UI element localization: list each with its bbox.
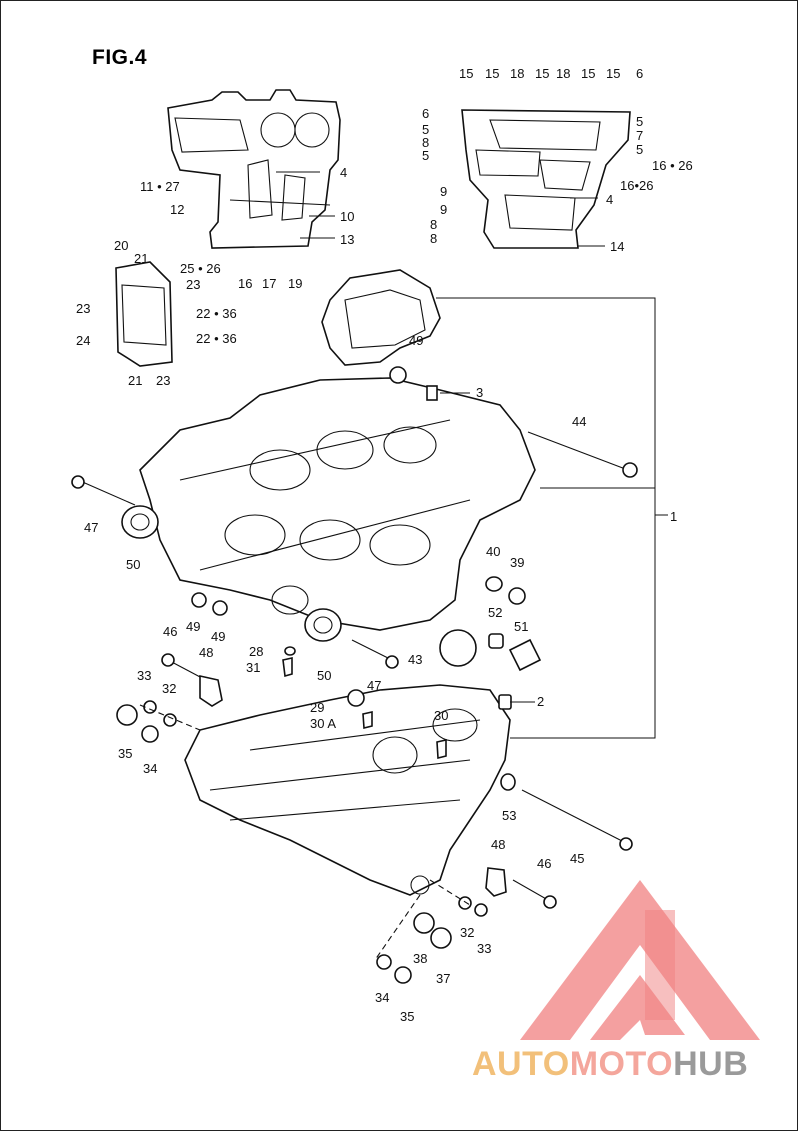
label-50-b: 50 (317, 668, 331, 683)
label-5-d: 5 (636, 142, 643, 157)
label-45: 45 (570, 851, 584, 866)
label-50-a: 50 (126, 557, 140, 572)
automotohub-wordmark: AUTOMOTOHUB (472, 1045, 748, 1084)
label-1: 1 (670, 509, 677, 524)
label-15-a: 15 (459, 66, 473, 81)
label-33-a: 33 (137, 668, 151, 683)
label-23-a: 23 (186, 277, 200, 292)
label-35-a: 35 (118, 746, 132, 761)
label-13: 13 (340, 232, 354, 247)
label-21-a: 21 (134, 251, 148, 266)
crankcase-cover-small (115, 261, 173, 367)
label-46-a: 46 (163, 624, 177, 639)
label-16: 16 (238, 276, 252, 291)
label-38: 38 (413, 951, 427, 966)
label-49-c: 49 (211, 629, 225, 644)
label-22-36-b: 22 • 36 (196, 331, 237, 346)
label-48-b: 48 (491, 837, 505, 852)
label-5-b: 5 (422, 122, 429, 137)
label-29: 29 (310, 700, 324, 715)
label-15-b: 15 (485, 66, 499, 81)
label-23-c: 23 (156, 373, 170, 388)
label-40: 40 (486, 544, 500, 559)
label-5-a: 5 (636, 114, 643, 129)
label-18-b: 18 (556, 66, 570, 81)
label-22-36-a: 22 • 36 (196, 306, 237, 321)
upper-crankcase-top-view (167, 89, 341, 249)
label-7: 7 (636, 128, 643, 143)
small-parts (71, 366, 638, 984)
label-48-a: 48 (199, 645, 213, 660)
label-8-b: 8 (430, 217, 437, 232)
label-31: 31 (246, 660, 260, 675)
wordmark-auto: AUTO (472, 1045, 570, 1083)
upper-crankcase (139, 377, 536, 631)
label-49-b: 49 (186, 619, 200, 634)
leader-lines (139, 171, 668, 961)
label-33-b: 33 (477, 941, 491, 956)
label-34-b: 34 (375, 990, 389, 1005)
label-16-26-b: 16•26 (620, 178, 653, 193)
label-8-c: 8 (430, 231, 437, 246)
label-30a: 30 A (310, 716, 336, 731)
label-52: 52 (488, 605, 502, 620)
crankcase-top-cover (321, 269, 441, 366)
figure-title: FIG.4 (92, 46, 148, 69)
label-47-b: 47 (367, 678, 381, 693)
label-32-b: 32 (460, 925, 474, 940)
label-4-top: 4 (340, 165, 347, 180)
label-9-b: 9 (440, 202, 447, 217)
label-12: 12 (170, 202, 184, 217)
label-51: 51 (514, 619, 528, 634)
label-11-27: 11 • 27 (140, 179, 180, 194)
label-10: 10 (340, 209, 354, 224)
label-30: 30 (434, 708, 448, 723)
label-53: 53 (502, 808, 516, 823)
label-2: 2 (537, 694, 544, 709)
label-46-b: 46 (537, 856, 551, 871)
lower-crankcase-bottom-view (461, 109, 631, 249)
label-23-b: 23 (76, 301, 90, 316)
label-9-a: 9 (440, 184, 447, 199)
wordmark-hub: HUB (673, 1045, 749, 1083)
lower-crankcase (184, 684, 511, 896)
label-14: 14 (610, 239, 624, 254)
label-32-a: 32 (162, 681, 176, 696)
label-6-a: 6 (636, 66, 643, 81)
wordmark-moto: MOTO (569, 1045, 674, 1083)
label-15-d: 15 (581, 66, 595, 81)
label-25-26: 25 • 26 (180, 261, 221, 276)
label-20: 20 (114, 238, 128, 253)
label-28: 28 (249, 644, 263, 659)
label-15-e: 15 (606, 66, 620, 81)
label-8-a: 8 (422, 135, 429, 150)
label-6-b: 6 (422, 106, 429, 121)
label-19: 19 (288, 276, 302, 291)
label-43: 43 (408, 652, 422, 667)
label-15-c: 15 (535, 66, 549, 81)
label-18-a: 18 (510, 66, 524, 81)
label-24: 24 (76, 333, 90, 348)
label-3: 3 (476, 385, 483, 400)
label-21-b: 21 (128, 373, 142, 388)
label-39: 39 (510, 555, 524, 570)
label-35-b: 35 (400, 1009, 414, 1024)
label-44: 44 (572, 414, 586, 429)
label-34-a: 34 (143, 761, 157, 776)
label-16-26-a: 16 • 26 (652, 158, 693, 173)
label-4-right: 4 (606, 192, 613, 207)
automotohub-logo (520, 880, 760, 1040)
label-47-a: 47 (84, 520, 98, 535)
part-number-labels: 1 2 3 4 4 5 5 5 5 6 6 7 8 8 8 9 9 10 11 … (76, 66, 693, 1024)
label-5-c: 5 (422, 148, 429, 163)
label-17: 17 (262, 276, 276, 291)
label-37: 37 (436, 971, 450, 986)
label-49-a: 49 (409, 333, 423, 348)
